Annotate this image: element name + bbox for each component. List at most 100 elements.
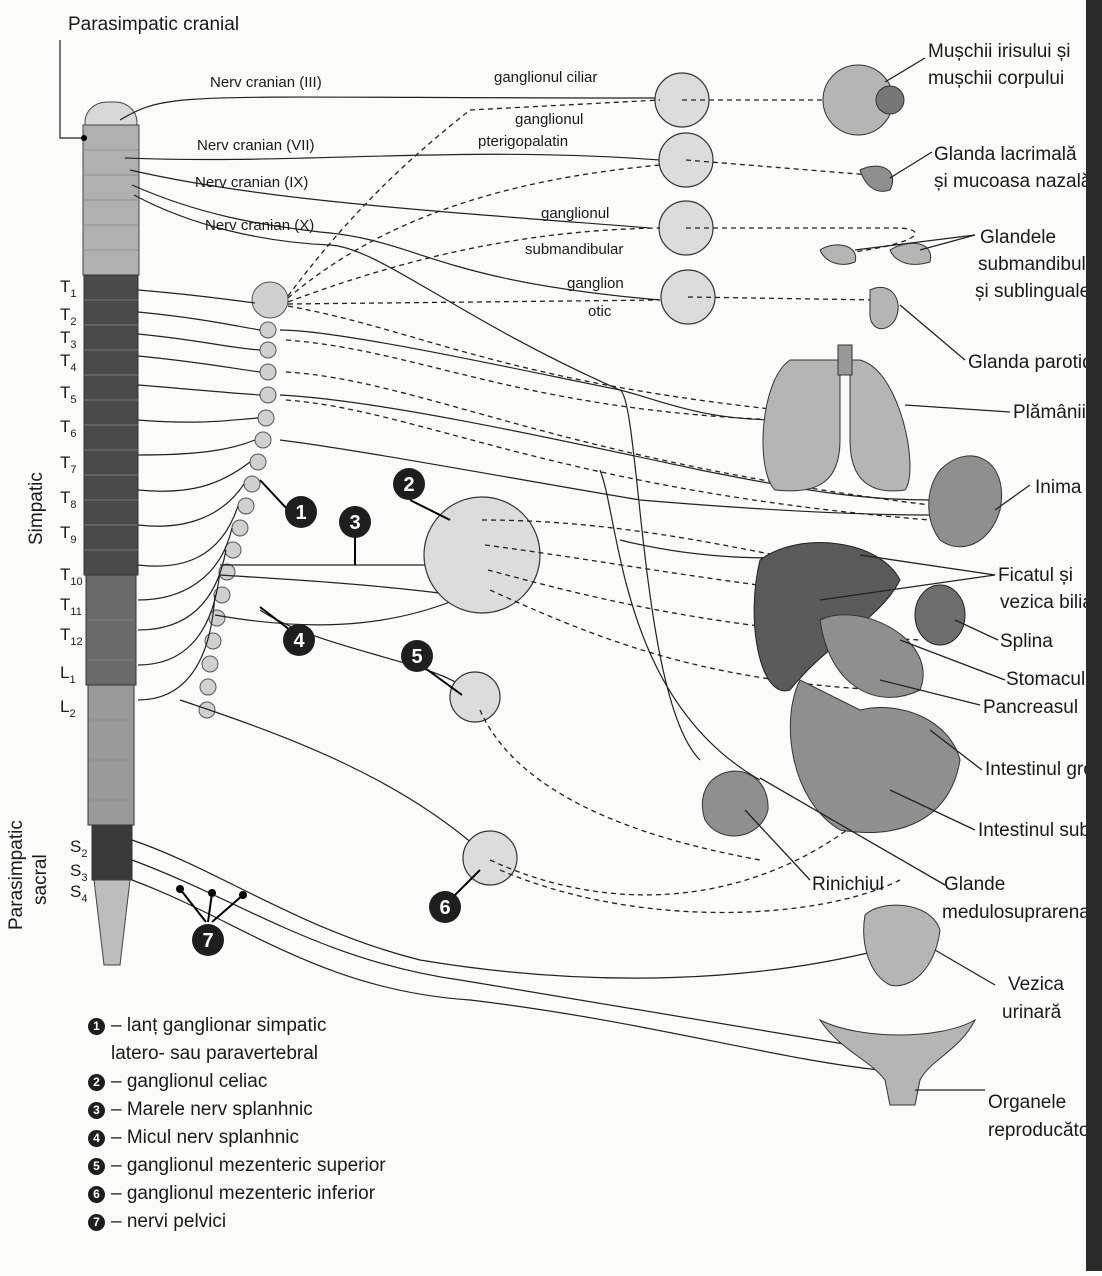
- submandibular-glands-label-1: Glandele: [980, 227, 1056, 248]
- stomach-illustration: [820, 615, 923, 698]
- spinal-level-T1: T1: [60, 277, 77, 300]
- spinal-level-L2: L2: [60, 697, 76, 720]
- cranial-nerve-x-label: Nerv cranian (X): [205, 217, 314, 234]
- uterus-illustration: [820, 1020, 975, 1105]
- liver-label-1: Ficatul și: [998, 565, 1073, 586]
- badge-4: 4: [260, 607, 315, 656]
- heart-label: Inima: [1035, 477, 1082, 498]
- legend-item-7: 7 – nervi pelvici: [88, 1208, 386, 1236]
- legend-number: 6: [88, 1186, 105, 1203]
- submandibular-gland-left: [820, 245, 856, 264]
- spinal-cord: [83, 102, 139, 965]
- badge-2: 2: [393, 468, 450, 520]
- legend-text: – lanț ganglionar simpatic latero- sau p…: [111, 1012, 326, 1068]
- adrenal-label-1: Glande: [944, 874, 1005, 895]
- spinal-level-S2: S2: [70, 837, 87, 860]
- cranial-nerve-vii-label: Nerv cranian (VII): [197, 137, 315, 154]
- submandibular-label-2: submandibular: [525, 241, 623, 258]
- iris-label-1: Mușchii irisului și: [928, 41, 1071, 62]
- sympathetic-chain: [199, 282, 288, 718]
- svg-text:7: 7: [202, 930, 213, 952]
- parotid-gland-illustration: [870, 287, 898, 328]
- parasympathetic-cranial-label: Parasimpatic cranial: [68, 14, 239, 35]
- legend-text: – ganglionul mezenteric superior: [111, 1152, 386, 1180]
- legend-number: 1: [88, 1018, 105, 1035]
- stomach-label: Stomacul: [1006, 669, 1085, 690]
- svg-text:5: 5: [411, 646, 422, 668]
- legend-text: – Marele nerv splanhnic: [111, 1096, 313, 1124]
- lungs-label: Plămânii: [1013, 402, 1086, 423]
- badge-3: 3: [339, 506, 371, 565]
- kidney-label: Rinichiul: [812, 874, 884, 895]
- svg-text:1: 1: [295, 502, 306, 524]
- kidney-illustration: [702, 771, 768, 836]
- legend-number: 7: [88, 1214, 105, 1231]
- spinal-level-T6: T6: [60, 417, 77, 440]
- legend-item-2: 2 – ganglionul celiac: [88, 1068, 386, 1096]
- svg-text:4: 4: [293, 630, 305, 652]
- legend-number: 3: [88, 1102, 105, 1119]
- svg-text:3: 3: [349, 512, 360, 534]
- spinal-level-T5: T5: [60, 383, 77, 406]
- legend: 1 – lanț ganglionar simpatic latero- sau…: [88, 1012, 386, 1236]
- cranial-pointer-dot: [81, 135, 87, 141]
- ciliary-ganglion-label: ganglionul ciliar: [494, 69, 597, 86]
- spinal-level-T9: T9: [60, 523, 77, 546]
- lacrimal-label-2: și mucoasa nazală: [934, 171, 1092, 192]
- iris-label-2: mușchii corpului: [928, 68, 1064, 89]
- spleen-illustration: [915, 585, 965, 645]
- legend-item-3: 3 – Marele nerv splanhnic: [88, 1096, 386, 1124]
- sympathetic-label: Simpatic: [26, 472, 47, 545]
- spinal-level-T2: T2: [60, 305, 77, 328]
- eye-illustration: [823, 65, 904, 135]
- legend-number: 5: [88, 1158, 105, 1175]
- badge-7: 7: [192, 924, 224, 956]
- reproductive-label-2: reproducătoare: [988, 1120, 1102, 1141]
- legend-number: 2: [88, 1074, 105, 1091]
- postganglionic-dashes-cranial: [682, 100, 915, 300]
- celiac-ganglion: [424, 497, 540, 613]
- badge-1: 1: [260, 480, 317, 528]
- cranial-nerve-iii-label: Nerv cranian (III): [210, 74, 322, 91]
- spinal-level-T7: T7: [60, 453, 77, 476]
- small-intestine-label: Intestinul subțire: [978, 820, 1102, 841]
- page-edge-shadow: [1086, 0, 1102, 1271]
- legend-text: – Micul nerv splanhnic: [111, 1124, 299, 1152]
- legend-text: – ganglionul mezenteric inferior: [111, 1180, 375, 1208]
- legend-text: – ganglionul celiac: [111, 1068, 267, 1096]
- spleen-label: Splina: [1000, 631, 1053, 652]
- legend-item-6: 6 – ganglionul mezenteric inferior: [88, 1180, 386, 1208]
- submandibular-gland-right: [890, 243, 931, 264]
- svg-text:6: 6: [439, 897, 450, 919]
- pterygopalatine-label-1: ganglionul: [515, 111, 583, 128]
- pterygopalatine-label-2: pterigopalatin: [478, 133, 568, 150]
- legend-item-5: 5 – ganglionul mezenteric superior: [88, 1152, 386, 1180]
- spinal-level-T8: T8: [60, 488, 77, 511]
- legend-item-4: 4 – Micul nerv splanhnic: [88, 1124, 386, 1152]
- svg-text:2: 2: [403, 474, 414, 496]
- superior-mesenteric-ganglion: [450, 672, 500, 722]
- bladder-label-2: urinară: [1002, 1002, 1062, 1023]
- cranial-nerve-ix-label: Nerv cranian (IX): [195, 174, 308, 191]
- legend-number: 4: [88, 1130, 105, 1147]
- spinal-level-L1: L1: [60, 663, 76, 686]
- cranial-ganglia: [655, 73, 715, 324]
- otic-label-2: otic: [588, 303, 612, 320]
- reproductive-label-1: Organele: [988, 1092, 1066, 1113]
- submandibular-glands-label-3: și sublinguale: [975, 281, 1090, 302]
- adrenal-label-2: medulosuprarenale: [942, 902, 1102, 923]
- parotid-label: Glanda parotidă: [968, 352, 1102, 373]
- cranial-pointer-line: [60, 40, 84, 138]
- spinal-level-T11: T11: [60, 595, 82, 618]
- spinal-level-T3: T3: [60, 328, 77, 351]
- lacrimal-label-1: Glanda lacrimală: [934, 144, 1077, 165]
- prevertebral-ganglia: [424, 497, 540, 885]
- inferior-mesenteric-ganglion: [463, 831, 517, 885]
- large-intestine-label: Intestinul gros: [985, 759, 1102, 780]
- organs: [702, 65, 1001, 1105]
- badge-6: 6: [429, 870, 480, 923]
- spinal-level-T10: T10: [60, 565, 83, 588]
- spinal-level-T4: T4: [60, 351, 77, 374]
